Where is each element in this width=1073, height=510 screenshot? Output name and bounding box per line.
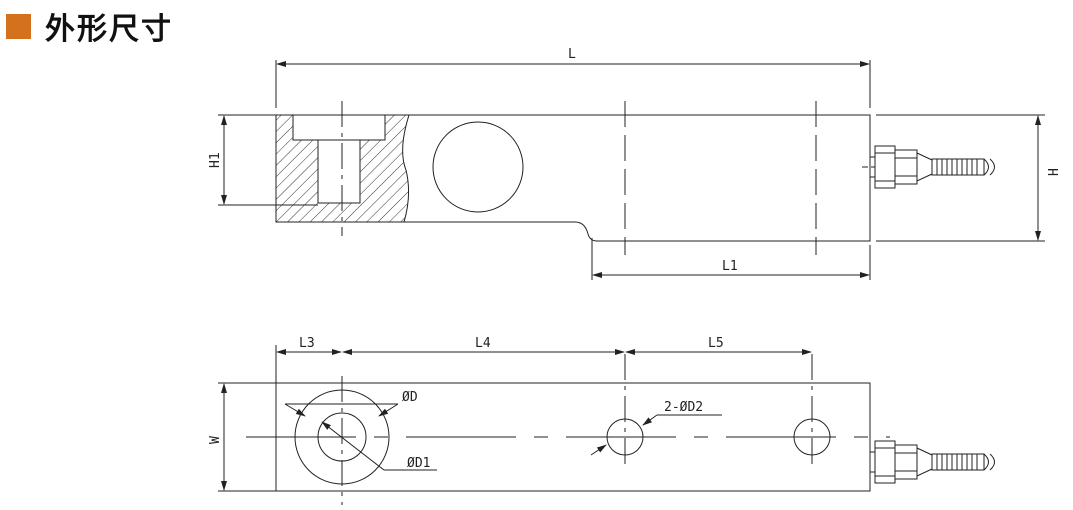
label-phiD: ØD (402, 390, 418, 405)
label-L4: L4 (475, 336, 491, 351)
mount-hole-1 (606, 418, 644, 456)
label-W: W (208, 436, 223, 444)
label-L5: L5 (708, 336, 724, 351)
beam-body-outline (275, 114, 871, 242)
section-title: 外形尺寸 (45, 12, 173, 47)
counterbore-inner-circle (317, 412, 367, 462)
cable-connector-side (862, 145, 995, 189)
load-hole-circle (432, 121, 524, 213)
label-H1: H1 (208, 152, 223, 168)
label-L3: L3 (299, 336, 315, 351)
label-2phiD2: 2-ØD2 (664, 400, 703, 415)
label-H: H (1047, 168, 1062, 176)
side-view (218, 60, 1045, 280)
top-view (218, 345, 995, 505)
counterbore-outer-circle (294, 389, 390, 485)
hole-counterbore (292, 114, 386, 141)
label-phiD1: ØD1 (407, 456, 430, 471)
mount-hole-2 (793, 418, 831, 456)
orange-square-icon (6, 13, 31, 39)
hole-thread (317, 139, 361, 204)
label-L: L (568, 47, 576, 62)
label-L1: L1 (722, 259, 738, 274)
cable-connector-top (869, 440, 995, 484)
section-header: 外形尺寸 (6, 6, 173, 47)
